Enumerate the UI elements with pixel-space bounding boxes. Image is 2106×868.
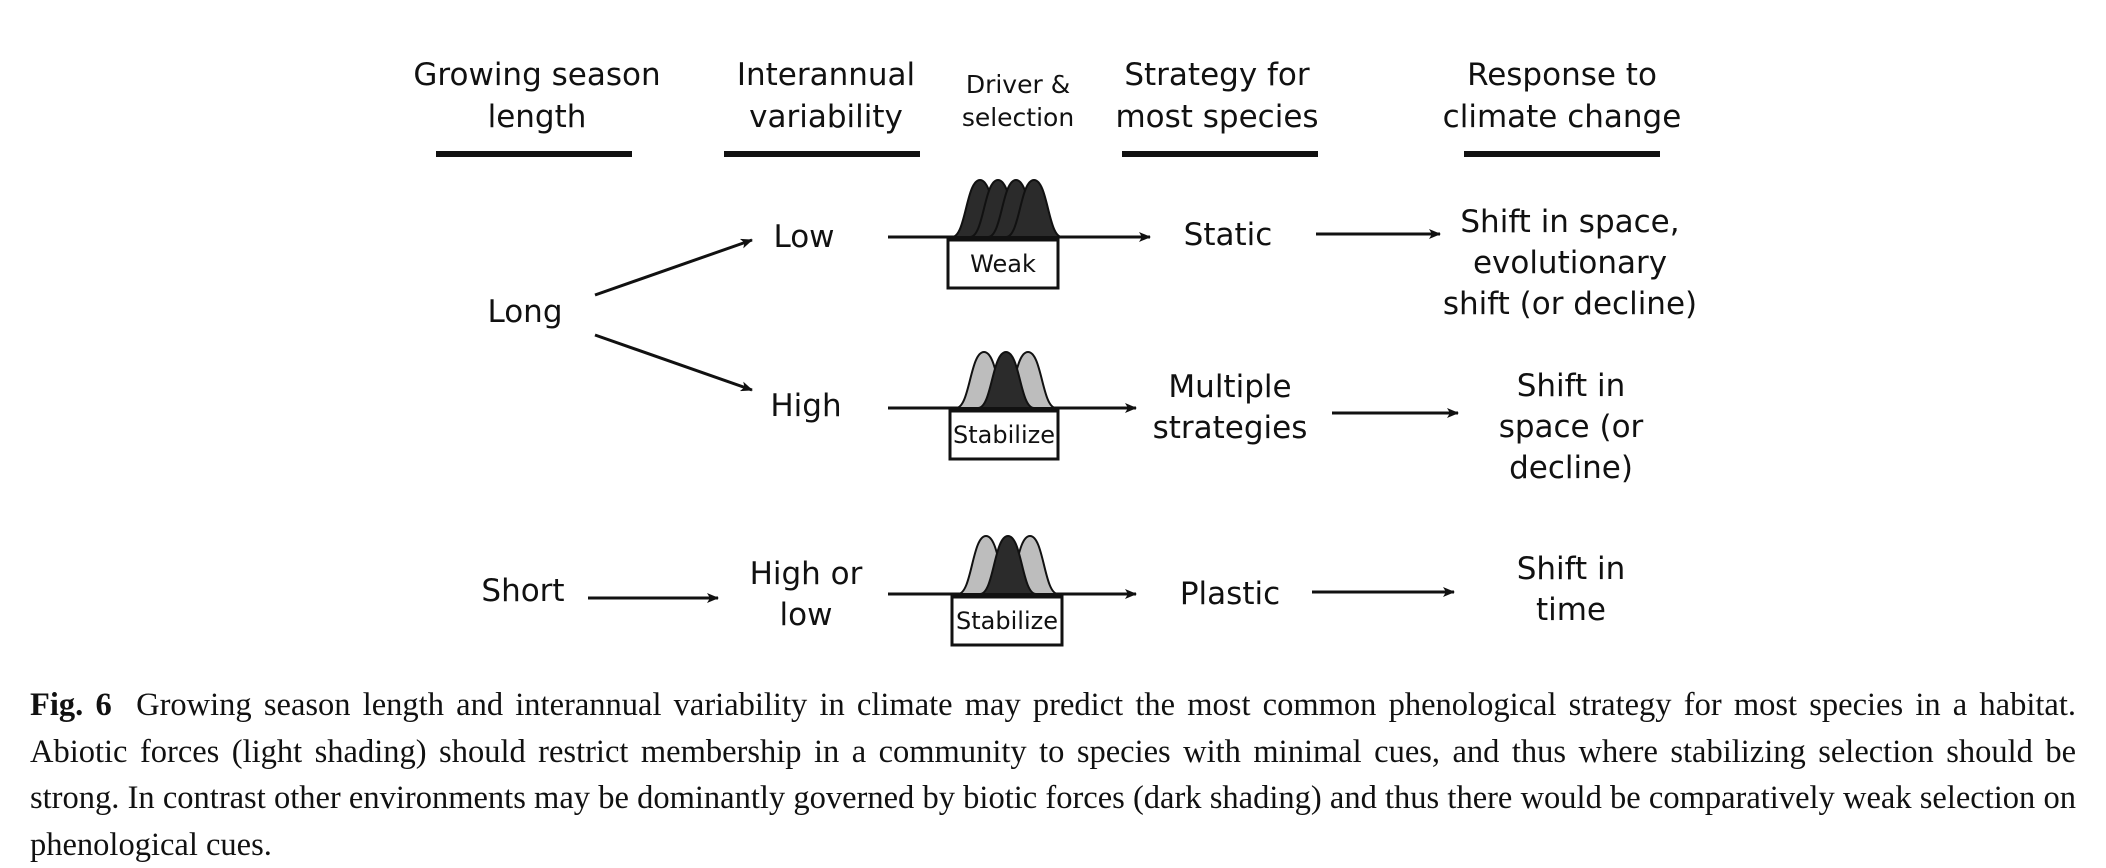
selection-label: Weak bbox=[970, 250, 1036, 278]
variability-line2: low bbox=[780, 597, 833, 633]
response-line2: evolutionary bbox=[1473, 245, 1667, 281]
header-interannual-line2: variability bbox=[749, 99, 903, 135]
header-response-line1: Response to bbox=[1467, 57, 1657, 93]
variability-label: High bbox=[770, 388, 841, 424]
header-strategy: Strategy for most species bbox=[1115, 57, 1319, 157]
dark-shading-curves bbox=[951, 178, 1063, 238]
selection-box bbox=[948, 409, 1060, 461]
response-line3: shift (or decline) bbox=[1443, 286, 1697, 322]
growing-season-short: Short bbox=[481, 573, 564, 609]
selection-label: Stabilize bbox=[953, 421, 1055, 449]
header-driver-line1: Driver & bbox=[966, 70, 1070, 99]
header-strategy-line1: Strategy for bbox=[1124, 57, 1310, 93]
response-line2: space (or bbox=[1499, 409, 1644, 445]
caption-label: Fig. 6 bbox=[30, 687, 112, 723]
header-driver: Driver & selection bbox=[962, 70, 1074, 132]
header-interannual: Interannual variability bbox=[724, 57, 920, 157]
header-response: Response to climate change bbox=[1443, 57, 1682, 157]
response-line2: time bbox=[1536, 592, 1606, 628]
header-response-line2: climate change bbox=[1443, 99, 1682, 135]
row-high: High Stabilize Multiple strategies Shift… bbox=[770, 350, 1644, 486]
header-driver-line2: selection bbox=[962, 103, 1074, 132]
row-high-or-low: High or low Stabilize Plastic Shift in t… bbox=[750, 534, 1626, 647]
mixed-shading-curves bbox=[955, 350, 1057, 409]
figure-caption: Fig. 6 Growing season length and interan… bbox=[30, 682, 2076, 868]
header-growing-season-line1: Growing season bbox=[413, 57, 660, 93]
strategy-label: Static bbox=[1184, 217, 1273, 253]
arrow-long-to-low bbox=[594, 238, 753, 297]
selection-box bbox=[946, 238, 1060, 290]
strategy-line1: Multiple bbox=[1168, 369, 1291, 405]
strategy-line2: strategies bbox=[1153, 410, 1308, 446]
variability-line1: High or bbox=[750, 556, 863, 592]
header-strategy-line2: most species bbox=[1115, 99, 1318, 135]
response-line3: decline) bbox=[1509, 450, 1633, 486]
selection-box bbox=[950, 595, 1064, 647]
strategy-label: Plastic bbox=[1180, 576, 1280, 612]
growing-season-long: Long bbox=[487, 294, 562, 330]
response-line1: Shift in space, bbox=[1460, 204, 1679, 240]
variability-label: Low bbox=[773, 219, 834, 255]
response-line1: Shift in bbox=[1517, 551, 1626, 587]
caption-text: Growing season length and interannual va… bbox=[30, 687, 2076, 863]
header-interannual-line1: Interannual bbox=[737, 57, 915, 93]
response-line1: Shift in bbox=[1517, 368, 1626, 404]
header-growing-season: Growing season length bbox=[413, 57, 661, 157]
row-low: Low Weak Static Shift in space, evolutio… bbox=[773, 178, 1697, 322]
selection-label: Stabilize bbox=[956, 607, 1058, 635]
header-growing-season-line2: length bbox=[488, 99, 587, 135]
phenology-diagram: Growing season length Interannual variab… bbox=[413, 57, 1697, 647]
mixed-shading-curves bbox=[957, 534, 1059, 595]
arrow-long-to-high bbox=[594, 333, 753, 392]
